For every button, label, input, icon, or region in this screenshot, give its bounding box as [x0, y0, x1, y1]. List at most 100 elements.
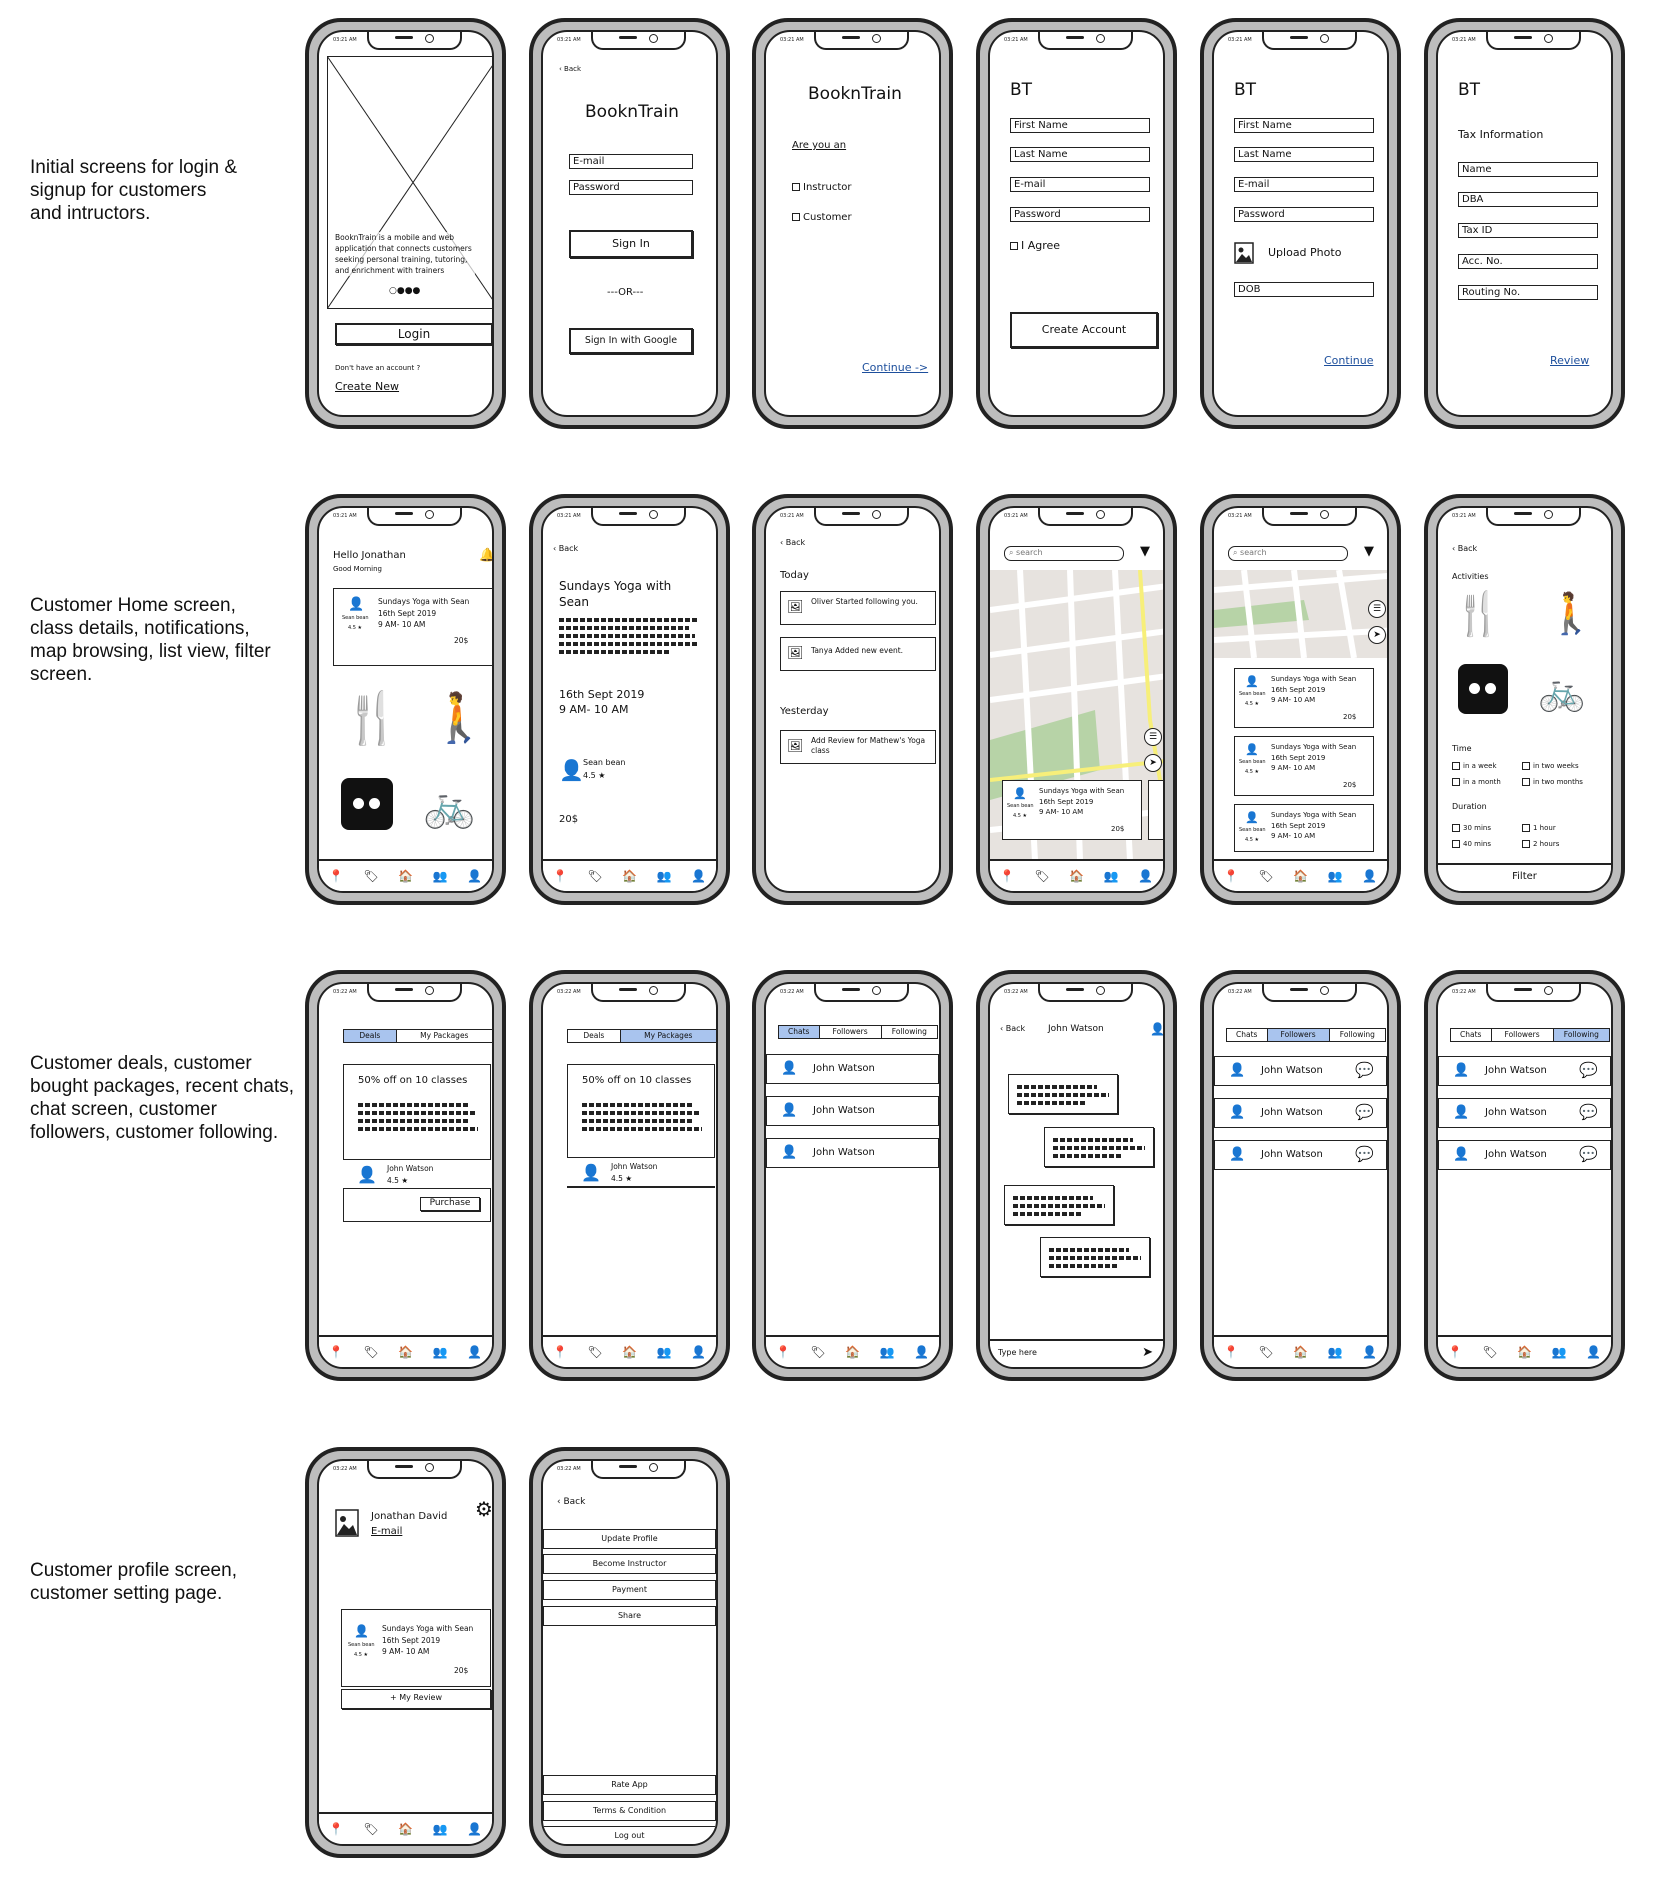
notification-item[interactable]: 🖼 Oliver Started following you.: [780, 591, 936, 625]
tab-following[interactable]: Following: [1339, 1030, 1375, 1039]
pin-icon[interactable]: 📍: [1223, 1345, 1239, 1359]
class-card[interactable]: 👤 Sundays Yoga with Sean Sean bean 16th …: [1002, 780, 1142, 840]
last-name-field[interactable]: Last Name: [1010, 147, 1150, 162]
class-card[interactable]: 👤 Sundays Yoga with Sean Sean bean 16th …: [341, 1609, 491, 1687]
group-icon[interactable]: 👥: [879, 1345, 895, 1359]
dining-icon[interactable]: 🍴: [1452, 589, 1505, 638]
email-field[interactable]: E-mail: [1234, 177, 1374, 192]
google-sign-in-button[interactable]: Sign In with Google: [569, 328, 693, 354]
agree-checkbox[interactable]: I Agree: [1010, 239, 1060, 252]
tab-chats[interactable]: Chats: [779, 1026, 820, 1038]
home-icon[interactable]: 🏠: [1293, 869, 1309, 883]
rate-app-button[interactable]: Rate App: [543, 1775, 716, 1795]
list-view-icon[interactable]: ☰: [1368, 600, 1386, 618]
locate-icon[interactable]: ➤: [1368, 626, 1386, 644]
tab-followers[interactable]: Followers: [820, 1026, 882, 1038]
back-link[interactable]: ‹ Back: [1452, 544, 1478, 553]
user-icon[interactable]: 👤: [691, 869, 707, 883]
pin-icon[interactable]: 📍: [1223, 869, 1239, 883]
email-field[interactable]: E-mail: [1010, 177, 1150, 192]
home-icon[interactable]: 🏠: [1069, 869, 1085, 883]
terms-button[interactable]: Terms & Condition: [543, 1801, 716, 1821]
bell-icon[interactable]: 🔔: [479, 548, 494, 563]
pin-icon[interactable]: 📍: [552, 1345, 568, 1359]
group-icon[interactable]: 👥: [432, 1345, 448, 1359]
bicycle-icon[interactable]: 🚲: [1538, 669, 1586, 713]
continue-link[interactable]: Continue: [1324, 354, 1374, 367]
list-item[interactable]: 👤John Watson: [766, 1138, 939, 1168]
first-name-field[interactable]: First Name: [1234, 118, 1374, 133]
user-icon[interactable]: 👤: [467, 869, 483, 883]
list-item[interactable]: 👤John Watson💬: [1214, 1140, 1387, 1170]
search-input[interactable]: ⌕ search: [1228, 546, 1348, 561]
tab-followers[interactable]: Followers: [1492, 1029, 1554, 1041]
deal-card[interactable]: 50% off on 10 classes 👤 John Watson 4.5 …: [343, 1064, 491, 1222]
home-icon[interactable]: 🏠: [398, 1345, 414, 1359]
user-icon[interactable]: 👤: [691, 1345, 707, 1359]
1-hour-option[interactable]: 1 hour: [1522, 824, 1556, 832]
account-number-field[interactable]: Acc. No.: [1458, 254, 1598, 269]
class-card[interactable]: 👤 Sundays Yoga with Sean Sean bean 16th …: [333, 588, 492, 666]
filter-icon[interactable]: ▼: [1140, 544, 1150, 559]
group-icon[interactable]: 👥: [1551, 1345, 1567, 1359]
list-item[interactable]: 👤John Watson💬: [1214, 1056, 1387, 1086]
list-item[interactable]: 👤John Watson: [766, 1096, 939, 1126]
group-icon[interactable]: 👥: [1103, 869, 1119, 883]
tag-icon[interactable]: 🏷: [1258, 1345, 1274, 1359]
group-icon[interactable]: 👥: [1327, 1345, 1343, 1359]
password-field[interactable]: Password: [569, 180, 693, 195]
tab-following[interactable]: Following: [891, 1027, 927, 1036]
user-icon[interactable]: 👤: [467, 1345, 483, 1359]
log-out-button[interactable]: Log out: [543, 1826, 716, 1844]
list-item[interactable]: 👤John Watson💬: [1438, 1098, 1611, 1128]
list-item[interactable]: 👤John Watson💬: [1214, 1098, 1387, 1128]
home-icon[interactable]: 🏠: [398, 869, 414, 883]
in-a-week-option[interactable]: in a week: [1452, 762, 1497, 770]
share-button[interactable]: Share: [543, 1606, 716, 1626]
pin-icon[interactable]: 📍: [1447, 1345, 1463, 1359]
40-mins-option[interactable]: 40 mins: [1452, 840, 1491, 848]
tag-icon[interactable]: 🏷: [587, 1345, 603, 1359]
tag-icon[interactable]: 🏷: [363, 1822, 379, 1836]
class-card-peek[interactable]: [1148, 780, 1163, 840]
avatar[interactable]: [335, 1509, 359, 1541]
tab-deals[interactable]: Deals: [344, 1030, 397, 1042]
pin-icon[interactable]: 📍: [328, 1345, 344, 1359]
chat-icon[interactable]: 💬: [1355, 1103, 1374, 1121]
pin-icon[interactable]: 📍: [775, 1345, 791, 1359]
notification-item[interactable]: 🖼 Tanya Added new event.: [780, 637, 936, 671]
class-card[interactable]: 👤 Sundays Yoga with Sean Sean bean 16th …: [1234, 668, 1374, 728]
search-input[interactable]: ⌕ search: [1004, 546, 1124, 561]
home-icon[interactable]: 🏠: [1293, 1345, 1309, 1359]
class-card[interactable]: 👤 Sundays Yoga with Sean Sean bean 16th …: [1234, 804, 1374, 852]
email-field[interactable]: E-mail: [569, 154, 693, 169]
routing-number-field[interactable]: Routing No.: [1458, 285, 1598, 300]
chat-icon[interactable]: 💬: [1579, 1103, 1598, 1121]
back-link[interactable]: ‹ Back: [553, 544, 579, 553]
locate-icon[interactable]: ➤: [1144, 754, 1162, 772]
tag-icon[interactable]: 🏷: [1034, 869, 1050, 883]
list-item[interactable]: 👤John Watson: [766, 1054, 939, 1084]
update-profile-button[interactable]: Update Profile: [543, 1529, 716, 1549]
group-icon[interactable]: 👥: [656, 869, 672, 883]
in-two-weeks-option[interactable]: in two weeks: [1522, 762, 1579, 770]
name-field[interactable]: Name: [1458, 162, 1598, 177]
create-account-button[interactable]: Create Account: [1010, 312, 1158, 348]
message-input[interactable]: Type here ➤: [990, 1339, 1163, 1367]
chat-icon[interactable]: 💬: [1355, 1061, 1374, 1079]
password-field[interactable]: Password: [1234, 207, 1374, 222]
user-icon[interactable]: 👤: [1586, 1345, 1602, 1359]
list-item[interactable]: 👤John Watson💬: [1438, 1140, 1611, 1170]
customer-option[interactable]: Customer: [792, 212, 852, 223]
first-name-field[interactable]: First Name: [1010, 118, 1150, 133]
back-link[interactable]: ‹ Back: [1000, 1024, 1026, 1033]
become-instructor-button[interactable]: Become Instructor: [543, 1554, 716, 1574]
dob-field[interactable]: DOB: [1234, 282, 1374, 297]
pin-icon[interactable]: 📍: [328, 1822, 344, 1836]
blind-walker-icon[interactable]: 🚶: [1546, 591, 1596, 637]
gear-icon[interactable]: ⚙: [475, 1497, 493, 1521]
profile-email[interactable]: E-mail: [371, 1526, 403, 1537]
media-icon[interactable]: [341, 778, 393, 830]
user-icon[interactable]: 👤: [1138, 869, 1154, 883]
filter-button[interactable]: Filter: [1438, 863, 1611, 891]
